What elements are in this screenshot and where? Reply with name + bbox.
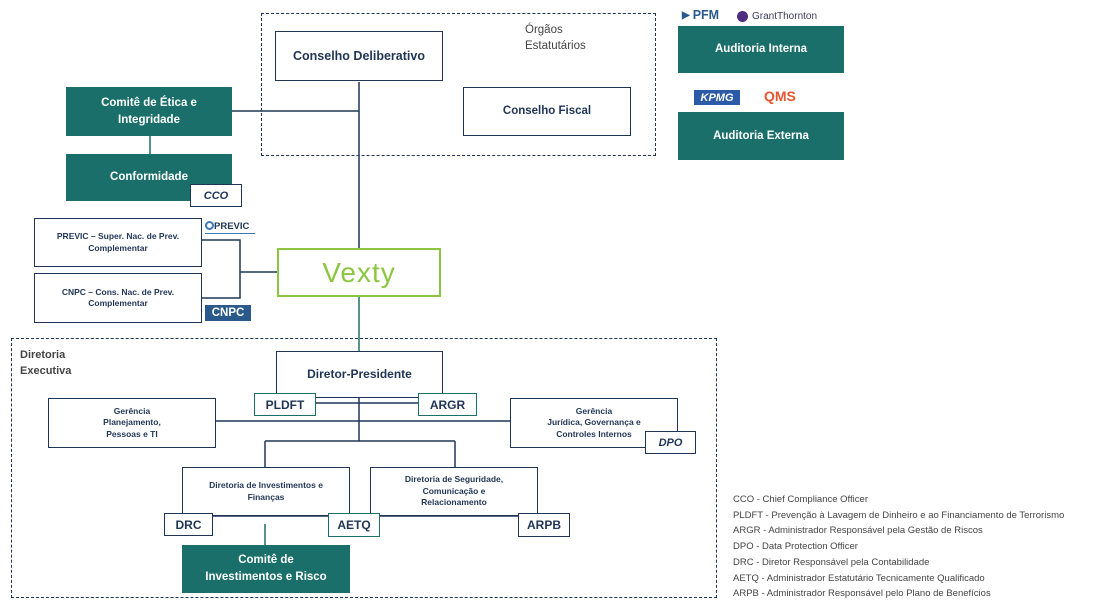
auditoria-interna-box[interactable]: Auditoria Interna — [678, 26, 844, 73]
conselho-deliberativo-box[interactable]: Conselho Deliberativo — [275, 31, 443, 81]
gerencia-planejamento-box[interactable]: Gerência Planejamento, Pessoas e TI — [48, 398, 216, 448]
kpmg-logo: KPMG — [694, 90, 740, 105]
grant-thornton-mark — [737, 10, 748, 22]
previc-box[interactable]: PREVIC – Super. Nac. de Prev. Complement… — [34, 218, 202, 267]
statutory-frame — [261, 13, 656, 156]
legend-item: DRC - Diretor Responsável pela Contabili… — [733, 556, 930, 568]
cnpc-box[interactable]: CNPC – Cons. Nac. de Prev. Complementar — [34, 273, 202, 323]
cco-tag: CCO — [190, 184, 242, 207]
auditoria-externa-box[interactable]: Auditoria Externa — [678, 112, 844, 160]
legend-item: CCO - Chief Compliance Officer — [733, 494, 868, 505]
diretor-presidente-box[interactable]: Diretor-Presidente — [276, 351, 443, 398]
pfm-logo-mark: ▶ — [682, 9, 690, 21]
diretoria-frame — [11, 338, 717, 598]
statutory-title: Órgãos Estatutários — [525, 24, 586, 52]
previc-logo: PREVIC — [205, 221, 259, 239]
grant-thornton-logo: GrantThornton — [737, 8, 847, 24]
line-regulators-bracket — [202, 239, 241, 299]
conselho-fiscal-box[interactable]: Conselho Fiscal — [463, 87, 631, 136]
legend-item: DPO - Data Protection Officer — [733, 541, 858, 553]
arpb-tag: ARPB — [518, 513, 570, 537]
drc-tag: DRC — [164, 513, 213, 536]
comite-etica-box[interactable]: Comitê de Ética e Integridade — [66, 87, 232, 136]
legend-item: PLDFT - Prevenção à Lavagem de Dinheiro … — [733, 509, 1065, 521]
cnpc-logo: CNPC — [205, 305, 251, 321]
aetq-tag: AETQ — [328, 513, 380, 537]
dpo-tag: DPO — [645, 431, 696, 454]
diretoria-seguridade-box[interactable]: Diretoria de Seguridade, Comunicação e R… — [370, 467, 538, 516]
legend-item: AETQ - Administrador Estatutário Tecnica… — [733, 572, 985, 584]
legend-item: ARGR - Administrador Responsável pela Ge… — [733, 525, 983, 537]
comite-investimentos-box[interactable]: Comitê de Investimentos e Risco — [182, 545, 350, 593]
legend-item: ARPB - Administrador Responsável pelo Pl… — [733, 588, 991, 600]
legend: CCO - Chief Compliance Officer PLDFT - P… — [733, 492, 1111, 602]
vexty-logo-text: Vexty — [322, 257, 395, 288]
previc-logo-underline — [205, 233, 255, 234]
argr-tag: ARGR — [418, 393, 477, 416]
vexty-logo-box: Vexty — [277, 248, 441, 297]
pfm-logo: ▶PFM — [682, 8, 720, 22]
previc-logo-mark — [205, 221, 214, 230]
diretoria-investimentos-box[interactable]: Diretoria de Investimentos e Finanças — [182, 467, 350, 516]
pldft-tag: PLDFT — [254, 393, 316, 416]
qms-logo: QMS — [764, 88, 796, 104]
diretoria-title: Diretoria Executiva — [20, 349, 72, 377]
vexty-logo: Vexty — [322, 257, 395, 288]
